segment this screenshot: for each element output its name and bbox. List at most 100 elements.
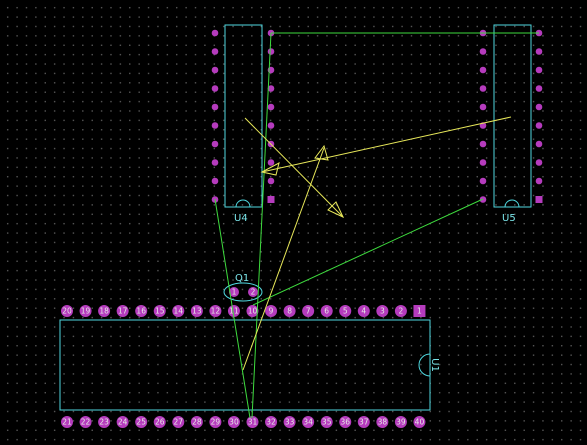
u4-pad[interactable]	[267, 85, 275, 92]
u5-pad[interactable]	[535, 66, 543, 74]
u1-pad[interactable]	[357, 416, 370, 428]
u4-pad[interactable]	[267, 48, 275, 55]
u1-pad[interactable]	[265, 305, 278, 317]
u4-pad[interactable]	[211, 159, 219, 166]
u1-pad[interactable]	[394, 305, 407, 317]
u1-pad[interactable]	[153, 416, 166, 428]
u1-pad[interactable]	[135, 416, 148, 428]
component-u5[interactable]: U5	[479, 24, 543, 224]
u1-pad[interactable]	[302, 416, 315, 428]
net-line[interactable]	[214, 198, 251, 419]
u1-pad[interactable]	[227, 416, 240, 428]
net-line[interactable]	[261, 116, 512, 173]
u4-pad[interactable]	[211, 177, 219, 185]
u1-pin-label: 14	[174, 307, 184, 316]
u1-pad[interactable]	[339, 305, 352, 317]
u5-pad[interactable]	[479, 85, 487, 92]
u1-pad[interactable]	[357, 305, 370, 317]
u1-pad[interactable]	[246, 305, 259, 317]
u1-pad[interactable]	[98, 416, 111, 428]
q1-pin-1-label: 1	[232, 288, 237, 297]
u5-pad[interactable]	[479, 140, 487, 148]
u1-pad[interactable]	[61, 416, 73, 428]
u4-pad[interactable]	[267, 159, 275, 166]
u1-pad[interactable]	[172, 305, 185, 317]
u5-pad[interactable]	[479, 159, 487, 166]
u1-outline	[59, 319, 431, 411]
net-line[interactable]	[242, 147, 325, 371]
u5-pad[interactable]	[535, 103, 543, 111]
u1-pad[interactable]	[413, 305, 426, 317]
u1-pin-label: 34	[303, 418, 313, 427]
u5-pad[interactable]	[535, 48, 543, 55]
u5-pad[interactable]	[535, 159, 543, 166]
u5-pad[interactable]	[535, 85, 543, 92]
u1-pad[interactable]	[209, 305, 222, 317]
u1-pad[interactable]	[320, 305, 333, 317]
u1-pad[interactable]	[61, 305, 73, 317]
u1-pin-label: 27	[174, 418, 184, 427]
u1-pad[interactable]	[394, 416, 407, 428]
u1-pad[interactable]	[376, 416, 389, 428]
u1-pin-label: 35	[322, 418, 332, 427]
q1-pad-2[interactable]	[248, 287, 258, 297]
u5-ref-label: U5	[502, 213, 516, 224]
u1-pad[interactable]	[283, 416, 296, 428]
u1-pad[interactable]	[153, 305, 166, 317]
u4-pad[interactable]	[267, 177, 275, 185]
u1-pad[interactable]	[116, 416, 129, 428]
u1-pad[interactable]	[79, 305, 92, 317]
u4-pad[interactable]	[267, 103, 275, 111]
u4-pad[interactable]	[211, 29, 219, 37]
u1-pad[interactable]	[135, 305, 148, 317]
u1-pad[interactable]	[227, 305, 240, 317]
u1-pad[interactable]	[413, 416, 426, 428]
u1-pad[interactable]	[265, 416, 278, 428]
u1-pad[interactable]	[190, 305, 203, 317]
u4-pad[interactable]	[267, 122, 275, 129]
u1-pad[interactable]	[98, 305, 111, 317]
u1-pad[interactable]	[172, 416, 185, 428]
u1-pin-label: 18	[99, 307, 109, 316]
u1-pin-label: 19	[81, 307, 91, 316]
u1-pad[interactable]	[246, 416, 259, 428]
net-line[interactable]	[244, 117, 344, 218]
u1-pin-label: 32	[266, 418, 276, 427]
u1-pad[interactable]	[116, 305, 129, 317]
u5-pad[interactable]	[479, 66, 487, 74]
u5-pad[interactable]	[535, 122, 543, 129]
u5-pad[interactable]	[535, 196, 543, 203]
u1-pad[interactable]	[339, 416, 352, 428]
u5-pad[interactable]	[479, 177, 487, 185]
u4-pad[interactable]	[211, 122, 219, 129]
u5-pins	[479, 29, 543, 203]
u1-pad[interactable]	[283, 305, 296, 317]
u1-pad[interactable]	[302, 305, 315, 317]
u1-pad[interactable]	[320, 416, 333, 428]
u4-pad[interactable]	[267, 196, 275, 203]
u5-pad[interactable]	[479, 103, 487, 111]
u1-pin-label: 16	[136, 307, 146, 316]
u5-pad[interactable]	[479, 48, 487, 55]
u4-pad[interactable]	[211, 85, 219, 92]
u1-pad[interactable]	[190, 416, 203, 428]
u4-pad[interactable]	[211, 140, 219, 148]
net-line[interactable]	[251, 32, 272, 419]
q1-pad-1[interactable]	[229, 287, 239, 297]
net-line[interactable]	[252, 198, 484, 306]
component-q1[interactable]: 1 2 Q1	[223, 273, 263, 302]
component-u4[interactable]: U4	[211, 24, 275, 224]
u5-pad[interactable]	[535, 140, 543, 148]
u1-pad[interactable]	[376, 305, 389, 317]
u1-pad[interactable]	[79, 416, 92, 428]
u1-pad[interactable]	[209, 416, 222, 428]
u5-pad[interactable]	[535, 177, 543, 185]
u4-pad[interactable]	[211, 48, 219, 55]
u4-pad[interactable]	[211, 66, 219, 74]
u1-pin-label: 36	[340, 418, 350, 427]
u4-pad[interactable]	[211, 103, 219, 111]
